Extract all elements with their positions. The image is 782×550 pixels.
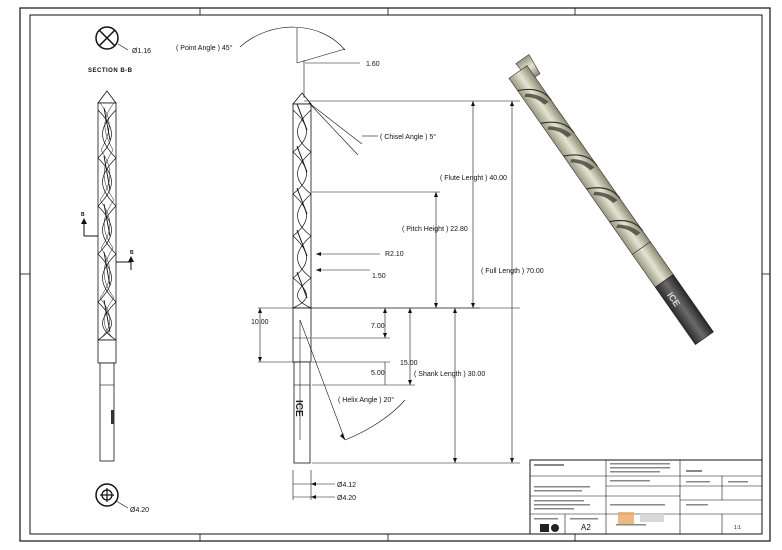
mid-drill-tip <box>292 92 312 105</box>
section-diameter-label: Ø1.16 <box>132 48 151 55</box>
title-block-scale: 1:1 <box>734 525 741 531</box>
iso-drill-shank <box>654 274 714 345</box>
company-logo <box>618 512 664 524</box>
mid-drill-shank <box>293 361 311 464</box>
helix-angle-label: ( Helix Angle ) 20° <box>338 396 394 404</box>
full-length-label: ( Full Length ) 70.00 <box>481 268 544 275</box>
land-label: 1.50 <box>372 273 386 280</box>
dim-7-label: 7.00 <box>371 323 385 330</box>
isometric-view: ICE <box>508 54 714 345</box>
shank-length-label: ( Shank Length ) 30.00 <box>414 371 485 378</box>
section-marker-left-label: B <box>81 212 85 218</box>
border-ticks <box>20 8 770 541</box>
title-block: A2 1:1 <box>529 459 763 535</box>
dim-15-label: 15.00 <box>400 360 418 367</box>
left-flute-pattern <box>97 102 117 341</box>
left-shank-engraving <box>111 410 114 424</box>
radius-label: R2.10 <box>385 251 404 258</box>
tip-length-label: 1.60 <box>366 61 380 68</box>
iso-flute-pattern <box>517 88 644 232</box>
projection-symbol <box>540 524 559 532</box>
mid-drill-flutes <box>292 103 312 309</box>
mid-flute-pattern <box>292 103 312 309</box>
pitch-height-label: ( Pitch Height ) 22.80 <box>402 226 468 233</box>
flute-length-label: ( Flute Lenght ) 40.00 <box>440 175 507 182</box>
inner-border <box>29 14 763 535</box>
left-drill-neck <box>97 339 117 364</box>
section-marker-right-label: B <box>130 250 134 256</box>
bottom-view-circle <box>95 483 119 507</box>
title-block-sheet-size: A2 <box>581 523 591 532</box>
section-circle <box>95 26 119 50</box>
shank-engraving: ICE <box>293 400 304 417</box>
dim-10-label: 10.00 <box>251 319 269 326</box>
mid-drill-neck <box>292 307 312 363</box>
front-view: ICE <box>176 26 544 502</box>
chisel-angle-label: ( Chisel Angle ) 5° <box>380 133 436 141</box>
dim-5-label: 5.00 <box>371 370 385 377</box>
section-marker-right <box>116 261 132 270</box>
point-angle-label: ( Point Angle ) 45° <box>176 44 233 52</box>
diameter-412-label: Ø4.12 <box>337 482 356 489</box>
outer-border <box>19 7 771 542</box>
diameter-420-label: Ø4.20 <box>337 495 356 502</box>
section-view: Ø1.16 SECTION B-B B B <box>81 26 151 514</box>
section-marker-left <box>83 222 98 237</box>
section-title: SECTION B-B <box>88 68 133 74</box>
bottom-view-diameter-label: Ø4.20 <box>130 507 149 514</box>
left-drill-tip <box>97 90 117 104</box>
